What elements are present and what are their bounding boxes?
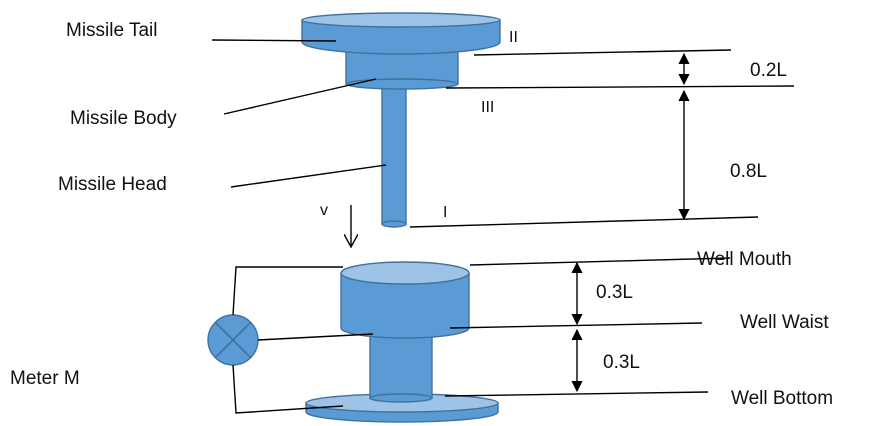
section-mark-iii: III <box>481 99 494 116</box>
dim-label-body: 0.2L <box>750 60 787 81</box>
missile-body-label: Missile Body <box>70 108 177 129</box>
section-mark-ii: II <box>509 29 518 46</box>
missile <box>301 12 501 228</box>
section-iii-line <box>445 85 795 89</box>
meter-symbol <box>207 314 259 366</box>
well-lower-cylinder <box>369 335 433 403</box>
well-mouth-line <box>469 257 731 266</box>
section-mark-i: I <box>443 204 447 221</box>
dim-label-mouth-waist: 0.3L <box>596 282 633 303</box>
well-mouth-label: Well Mouth <box>697 249 792 270</box>
missile-tail-shape <box>301 12 501 55</box>
section-i-line <box>409 216 759 228</box>
missile-body-leader <box>223 78 377 115</box>
meter-wiring <box>232 266 374 414</box>
well-waist-label: Well Waist <box>740 312 829 333</box>
well-bottom-label: Well Bottom <box>731 388 833 409</box>
dim-label-head: 0.8L <box>730 161 767 182</box>
missile-head-label: Missile Head <box>58 174 167 195</box>
well-bottom-line <box>444 391 709 397</box>
dim-label-waist-bottom: 0.3L <box>603 352 640 373</box>
missile-head-shape <box>381 81 407 228</box>
well-upper-cylinder <box>340 261 470 339</box>
well <box>305 261 499 423</box>
meter-label: Meter M <box>10 368 80 389</box>
missile-head-leader <box>230 164 387 188</box>
missile-tail-label: Missile Tail <box>66 20 158 41</box>
section-ii-line <box>473 49 732 56</box>
well-waist-line <box>449 322 703 329</box>
missile-tail-leader <box>211 39 337 42</box>
velocity-label: v <box>320 202 328 219</box>
